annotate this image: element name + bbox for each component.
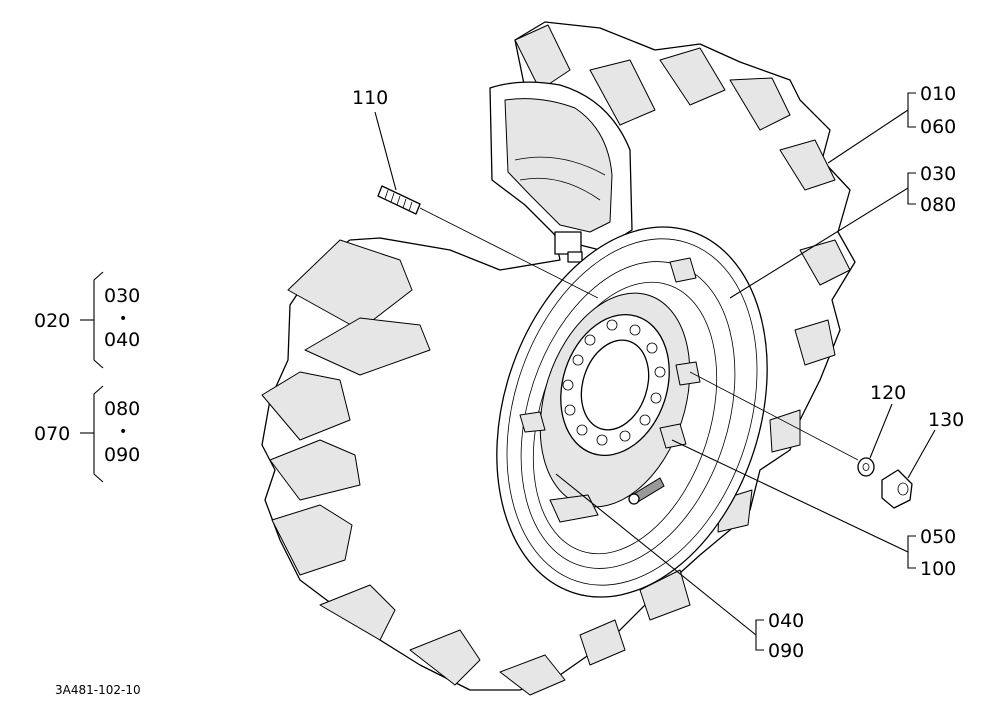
part-label-040: 040 — [768, 610, 804, 632]
part-label-030: 030 — [920, 163, 956, 185]
part-label-080: 080 — [920, 194, 956, 216]
part-label-050: 050 — [920, 526, 956, 548]
leader-lines — [80, 92, 936, 651]
nut-illustration — [881, 469, 913, 509]
group-070-separator: • — [119, 424, 127, 440]
rim-illustration — [496, 226, 768, 598]
part-label-060: 060 — [920, 116, 956, 138]
group-020-item-040: 040 — [104, 329, 140, 351]
group-020-item-030: 030 — [104, 285, 140, 307]
group-070-item-090: 090 — [104, 444, 140, 466]
part-label-090: 090 — [768, 640, 804, 662]
hub-bolt-holes — [562, 319, 666, 446]
part-label-120: 120 — [870, 382, 906, 404]
group-label-070: 070 — [34, 423, 70, 445]
part-label-010: 010 — [920, 83, 956, 105]
group-070-item-080: 080 — [104, 398, 140, 420]
washer-illustration — [857, 457, 875, 477]
part-label-130: 130 — [928, 409, 964, 431]
stud-bolt-illustration — [377, 185, 421, 215]
part-label-100: 100 — [920, 558, 956, 580]
group-label-020: 020 — [34, 310, 70, 332]
group-020-separator: • — [119, 311, 127, 327]
part-label-110: 110 — [352, 87, 388, 109]
figure-code: 3A481-102-10 — [55, 683, 141, 697]
